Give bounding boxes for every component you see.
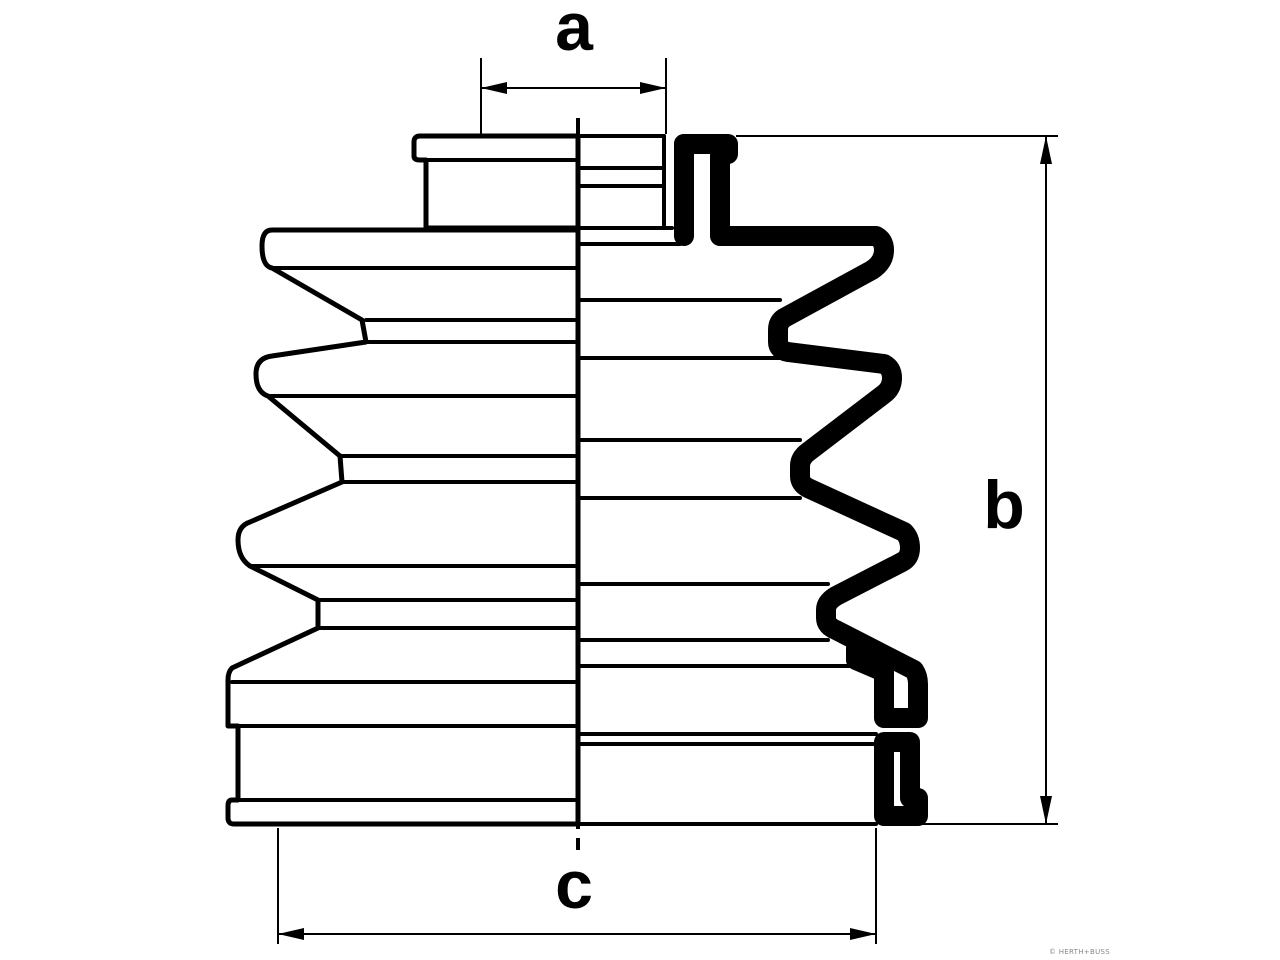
- dimension-c: c: [277, 828, 877, 944]
- dimension-b-label: b: [983, 467, 1025, 543]
- watermark: © HERTH+BUSS: [1049, 948, 1110, 956]
- boot-section-right: [576, 134, 928, 826]
- boot-outline-left: [225, 133, 581, 827]
- dimension-a: a: [480, 0, 667, 134]
- dimension-a-label: a: [555, 0, 594, 65]
- dimension-c-label: c: [555, 847, 593, 923]
- dimension-b: b: [736, 135, 1058, 825]
